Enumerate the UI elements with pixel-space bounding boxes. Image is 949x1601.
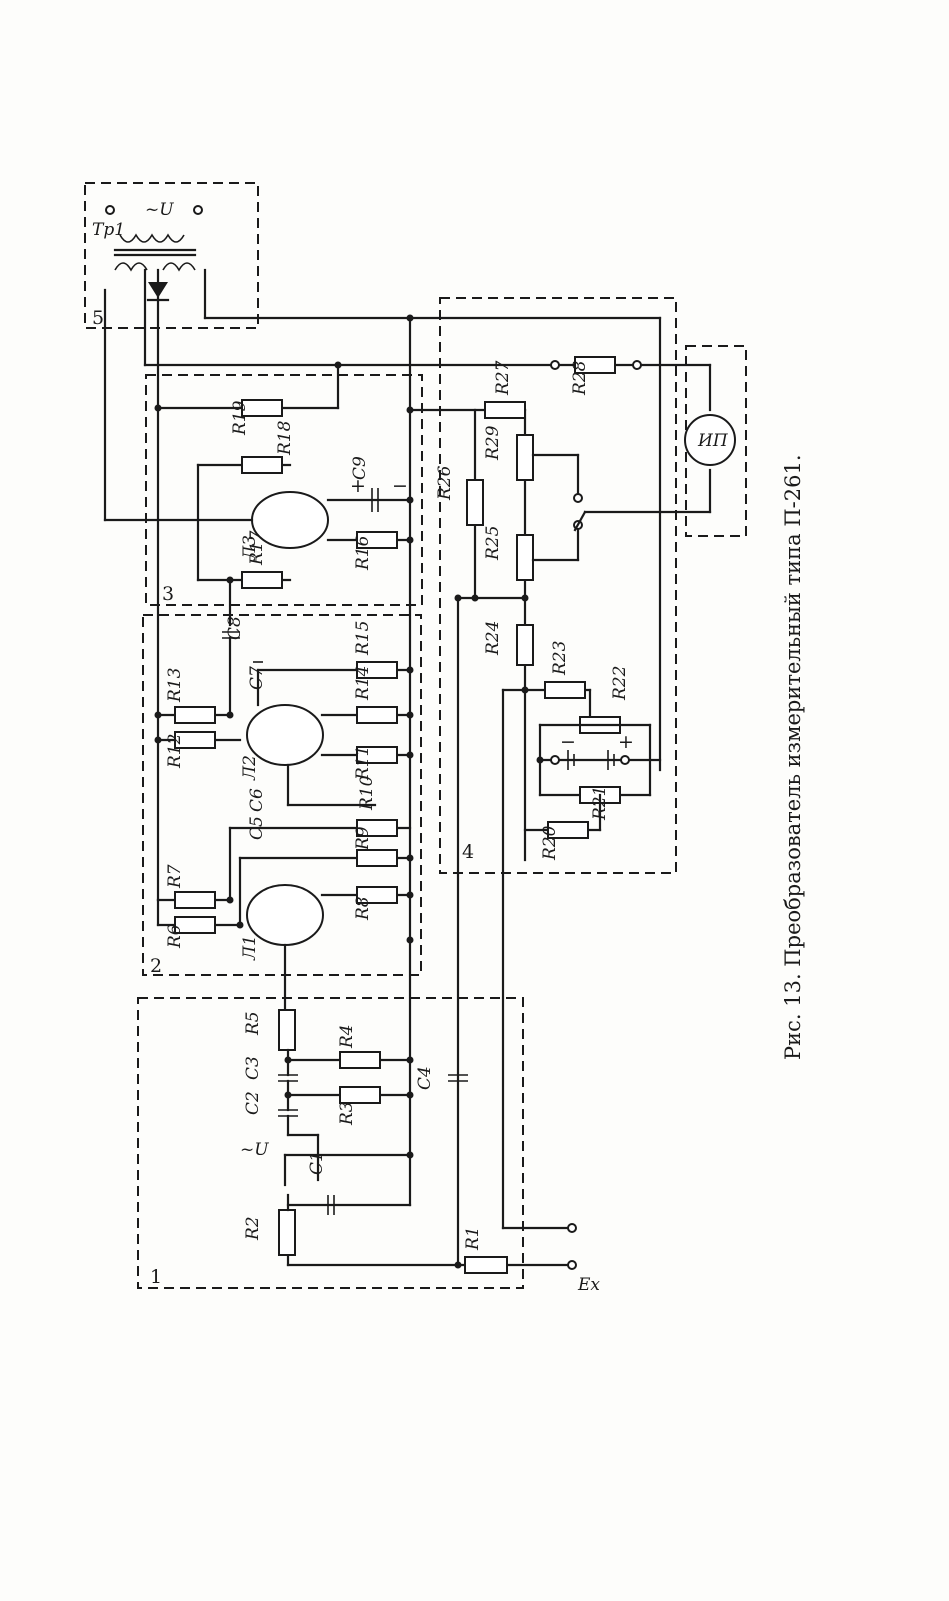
label-r9: R9 bbox=[353, 826, 373, 851]
ac-input-label: ~U bbox=[240, 1140, 269, 1160]
label-c2: C2 bbox=[243, 1091, 263, 1115]
label-r24: R24 bbox=[483, 621, 503, 656]
label-r22: R22 bbox=[610, 666, 630, 701]
ac-supply-label: ~U bbox=[145, 200, 174, 220]
label-r8: R8 bbox=[353, 896, 373, 921]
label-r11: R11 bbox=[353, 746, 373, 781]
meter-ip bbox=[684, 414, 736, 466]
label-r7: R7 bbox=[165, 864, 185, 889]
r7 bbox=[174, 891, 216, 909]
r25 bbox=[516, 534, 534, 581]
label-r2: R2 bbox=[243, 1216, 263, 1241]
r13 bbox=[174, 706, 216, 724]
r10 bbox=[356, 819, 398, 837]
label-л2: Л2 bbox=[240, 755, 260, 781]
label-r19: R19 bbox=[230, 400, 250, 436]
label-r10: R10 bbox=[357, 775, 377, 811]
diode bbox=[148, 282, 168, 298]
label-c5: C5 bbox=[247, 816, 267, 840]
r20 bbox=[547, 821, 589, 839]
r28 bbox=[574, 356, 616, 374]
label-л1: Л1 bbox=[240, 935, 260, 961]
c9-plus-label: + bbox=[350, 475, 366, 497]
label-r6: R6 bbox=[165, 924, 185, 949]
r19 bbox=[241, 399, 283, 417]
label-r12: R12 bbox=[165, 734, 185, 769]
label-r20: R20 bbox=[540, 825, 560, 861]
r11 bbox=[356, 746, 398, 764]
label-r26: R26 bbox=[435, 465, 455, 501]
r16 bbox=[356, 531, 398, 549]
r29 bbox=[516, 434, 534, 481]
label-c8: C8 bbox=[225, 616, 245, 640]
r26 bbox=[466, 479, 484, 526]
battery-minus-label: − bbox=[560, 731, 576, 753]
r27 bbox=[484, 401, 526, 419]
label-r13: R13 bbox=[165, 668, 185, 703]
block-label-5: 5 bbox=[92, 307, 104, 329]
r1 bbox=[464, 1256, 508, 1274]
label-r4: R4 bbox=[337, 1024, 357, 1049]
r24 bbox=[516, 624, 534, 666]
label-л3: Л3 bbox=[240, 535, 260, 561]
r8 bbox=[356, 886, 398, 904]
label-r16: R16 bbox=[353, 535, 373, 571]
block-label-4: 4 bbox=[462, 841, 474, 863]
r3 bbox=[339, 1086, 381, 1104]
battery-plus-label: + bbox=[618, 731, 634, 753]
label-r18: R18 bbox=[275, 420, 295, 456]
r2 bbox=[278, 1209, 296, 1256]
block-3-outline bbox=[145, 374, 423, 606]
r18 bbox=[241, 456, 283, 474]
label-r15: R15 bbox=[353, 621, 373, 656]
figure-caption: Рис. 13. Преобразователь измерительный т… bbox=[781, 454, 805, 1060]
transformer-winding-a bbox=[114, 262, 148, 272]
label-r14: R14 bbox=[353, 666, 373, 701]
block-2-outline bbox=[142, 614, 422, 976]
transformer-label: Тр1 bbox=[92, 220, 125, 240]
label-r28: R28 bbox=[570, 360, 590, 396]
r6 bbox=[174, 916, 216, 934]
r14 bbox=[356, 706, 398, 724]
label-c7: C7 bbox=[247, 666, 267, 690]
block-4-outline bbox=[439, 297, 677, 874]
label-r27: R27 bbox=[493, 360, 513, 396]
block-5-outline bbox=[84, 182, 259, 329]
label-r29: R29 bbox=[483, 425, 503, 461]
r4 bbox=[339, 1051, 381, 1069]
label-r5: R5 bbox=[243, 1011, 263, 1036]
block-1-outline bbox=[137, 997, 524, 1289]
label-c9: C9 bbox=[350, 456, 370, 480]
r17 bbox=[241, 571, 283, 589]
label-c3: C3 bbox=[243, 1056, 263, 1080]
label-r17: R17 bbox=[247, 530, 267, 566]
meter-label: ИП bbox=[697, 431, 729, 451]
label-c1: C1 bbox=[307, 1151, 327, 1175]
block-label-1: 1 bbox=[150, 1266, 162, 1288]
transformer-winding-b bbox=[162, 262, 196, 272]
r23 bbox=[544, 681, 586, 699]
c9-minus-label: − bbox=[392, 475, 408, 497]
label-r1: R1 bbox=[463, 1226, 483, 1251]
transformer-primary bbox=[119, 233, 185, 243]
label-r21: R21 bbox=[590, 786, 610, 821]
label-r23: R23 bbox=[550, 641, 570, 676]
label-c6: C6 bbox=[247, 788, 267, 812]
label-r3: R3 bbox=[337, 1101, 357, 1126]
block-label-2: 2 bbox=[150, 955, 162, 977]
label-c4: C4 bbox=[415, 1066, 435, 1090]
label-r25: R25 bbox=[483, 526, 503, 561]
r9 bbox=[356, 849, 398, 867]
r5 bbox=[278, 1009, 296, 1051]
ex-label: Eх bbox=[577, 1275, 600, 1295]
tube-l2 bbox=[246, 704, 324, 766]
r15 bbox=[356, 661, 398, 679]
r12 bbox=[174, 731, 216, 749]
block-label-3: 3 bbox=[162, 583, 174, 605]
